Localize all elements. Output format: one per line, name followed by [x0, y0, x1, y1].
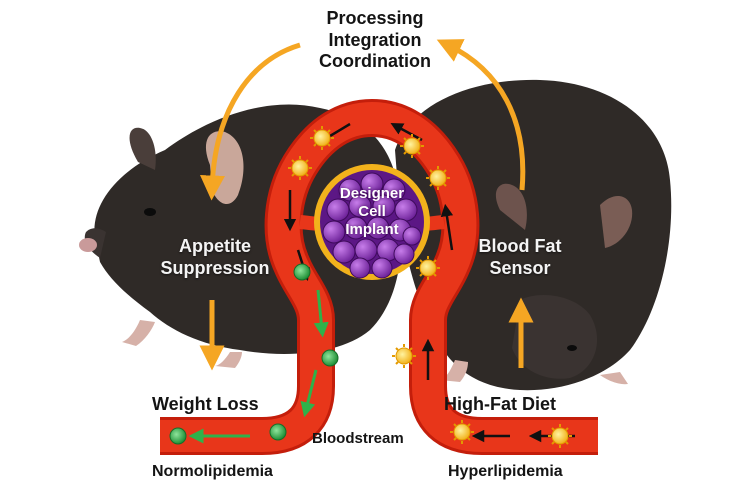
bloodstream-label: Bloodstream [312, 430, 404, 447]
implant-label: Designer Cell Implant [322, 185, 422, 239]
processing-line-3: Coordination [319, 51, 431, 72]
implant-line-1: Designer [339, 185, 405, 202]
processing-label: Processing Integration Coordination [300, 8, 450, 73]
fat-particle-icon [416, 256, 440, 280]
weight-loss-label: Weight Loss [152, 394, 259, 414]
flow-arrow-black-4 [440, 203, 454, 251]
flow-arrow-green-2 [300, 369, 318, 418]
sensor-line-1: Blood Fat [478, 236, 562, 256]
fat-particle-icon [426, 166, 450, 190]
fat-particle-icon [392, 344, 416, 368]
healthy-particles [169, 263, 339, 445]
high-fat-diet-label: High-Fat Diet [444, 394, 556, 414]
green-particle-icon [321, 349, 339, 367]
flow-arrow-black-5 [390, 123, 423, 142]
fat-particle-icon [450, 420, 474, 444]
green-particle-icon [169, 427, 187, 445]
implant-line-3: Implant [345, 221, 399, 238]
sensor-line-2: Sensor [489, 257, 551, 278]
blood-fat-sensor-label: Blood Fat Sensor [460, 236, 580, 279]
appetite-line-1: Appetite [179, 236, 251, 256]
hyperlipidemia-label: Hyperlipidemia [448, 463, 563, 480]
processing-line-1: Processing [326, 8, 424, 28]
fat-particle-icon [400, 134, 424, 158]
process-arrow-top-left [199, 42, 301, 201]
fat-particle-icon [548, 424, 572, 448]
process-arrow-top-right [436, 39, 526, 191]
appetite-line-2: Suppression [160, 257, 270, 278]
implant-cells-icon [314, 164, 430, 280]
appetite-suppression-label: Appetite Suppression [150, 236, 280, 279]
implant-line-2: Cell [358, 203, 386, 220]
normolipidemia-label: Normolipidemia [152, 463, 273, 480]
processing-line-2: Integration [328, 29, 422, 50]
fat-particle-icon [310, 126, 334, 150]
green-particle-icon [293, 263, 311, 281]
green-particle-icon [269, 423, 287, 441]
fat-particles [288, 126, 572, 448]
flow-arrow-green-1 [313, 289, 329, 338]
process-arrows [199, 39, 534, 371]
fat-particle-icon [288, 156, 312, 180]
